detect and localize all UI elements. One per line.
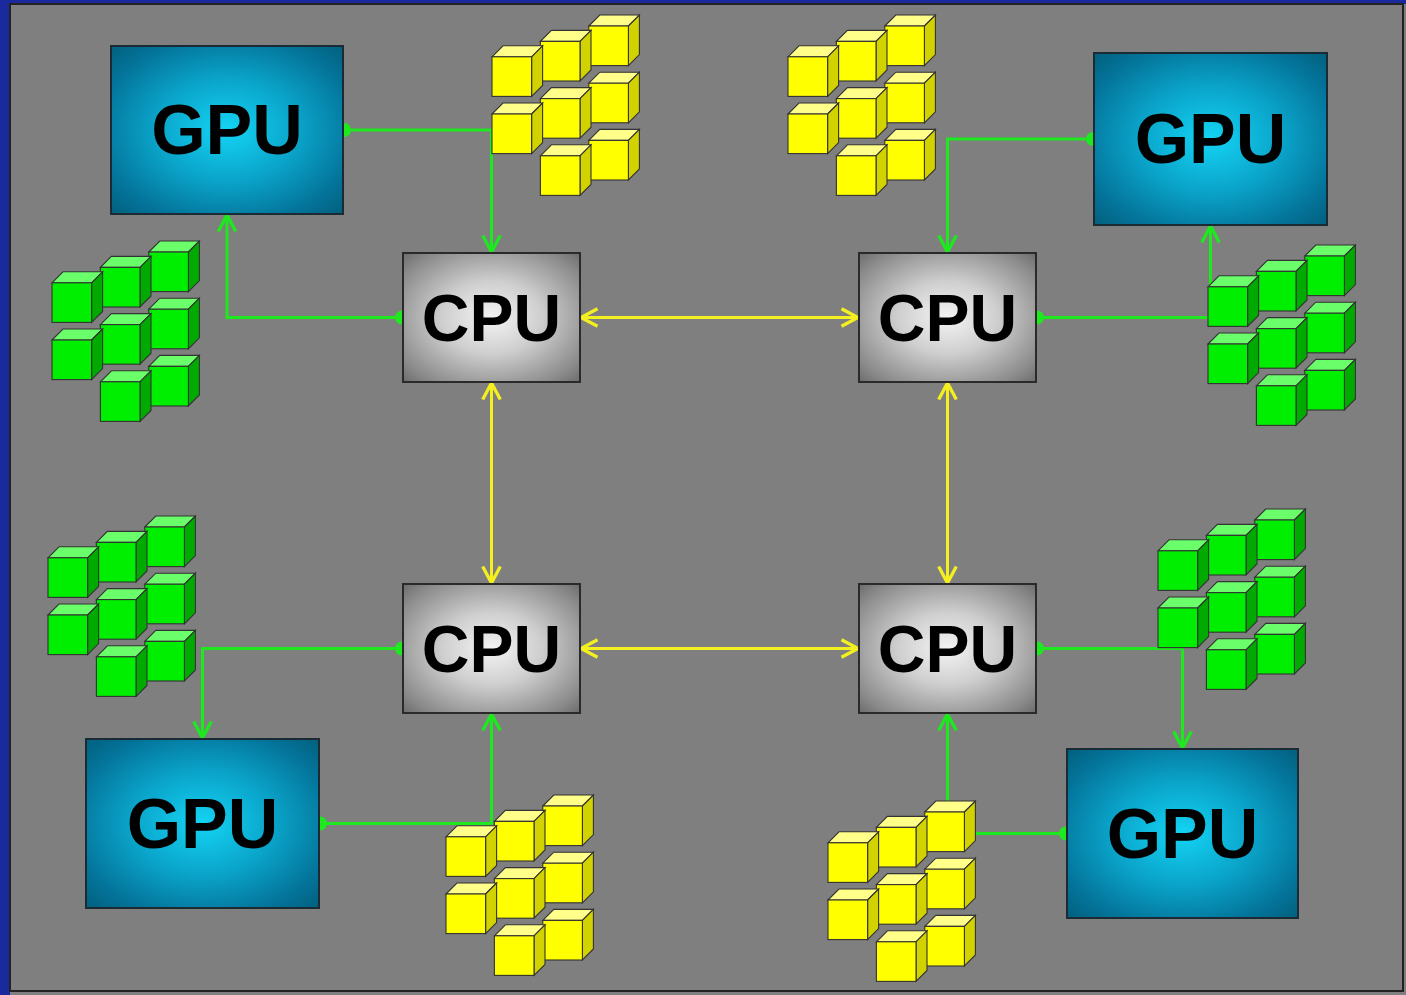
data-transfer-arrow [1037, 649, 1183, 749]
cube-cluster [1158, 509, 1305, 689]
connector-group [948, 132, 1101, 252]
connector-group [227, 215, 409, 325]
box-label: GPU [151, 95, 303, 165]
cube-cluster [492, 15, 639, 195]
connector-group [581, 317, 858, 318]
frame-strip [0, 0, 10, 995]
cube-cluster [446, 795, 593, 975]
box-label: GPU [1135, 104, 1287, 174]
box-label: CPU [422, 285, 561, 351]
gpu-box: GPU [1066, 748, 1299, 919]
panel-border [10, 4, 1403, 991]
connector-group [491, 383, 492, 583]
data-transfer-arrow [1037, 226, 1211, 318]
cube-cluster [52, 241, 199, 421]
gpu-box: GPU [110, 45, 344, 215]
cpu-box: CPU [402, 252, 581, 383]
connector-group [313, 714, 492, 831]
cube-cluster [48, 516, 195, 696]
box-label: GPU [127, 789, 279, 859]
cube-cluster [1208, 245, 1355, 425]
data-transfer-arrow [203, 649, 403, 739]
box-label: CPU [422, 616, 561, 682]
cube-cluster [828, 801, 975, 981]
connector-group [337, 123, 492, 252]
cube-cluster [788, 15, 935, 195]
cpu-box: CPU [858, 252, 1037, 383]
data-transfer-arrow [320, 714, 492, 824]
gpu-box: GPU [1093, 52, 1328, 226]
connector-group [203, 642, 410, 739]
box-label: GPU [1107, 799, 1259, 869]
cpu-box: CPU [402, 583, 581, 714]
gpu-box: GPU [85, 738, 320, 909]
interconnect-arrow [581, 316, 858, 319]
interconnect-arrow [946, 383, 949, 583]
data-transfer-arrow [948, 139, 1094, 252]
connector-group [1030, 226, 1211, 325]
box-label: CPU [878, 285, 1017, 351]
connector-group [1030, 642, 1183, 749]
cpu-box: CPU [858, 583, 1037, 714]
box-label: CPU [878, 616, 1017, 682]
data-transfer-arrow [227, 215, 402, 318]
interconnect-arrow [581, 647, 858, 650]
data-transfer-arrow [344, 130, 492, 252]
connector-group [581, 648, 858, 649]
connector-group [947, 383, 948, 583]
interconnect-arrow [490, 383, 493, 583]
